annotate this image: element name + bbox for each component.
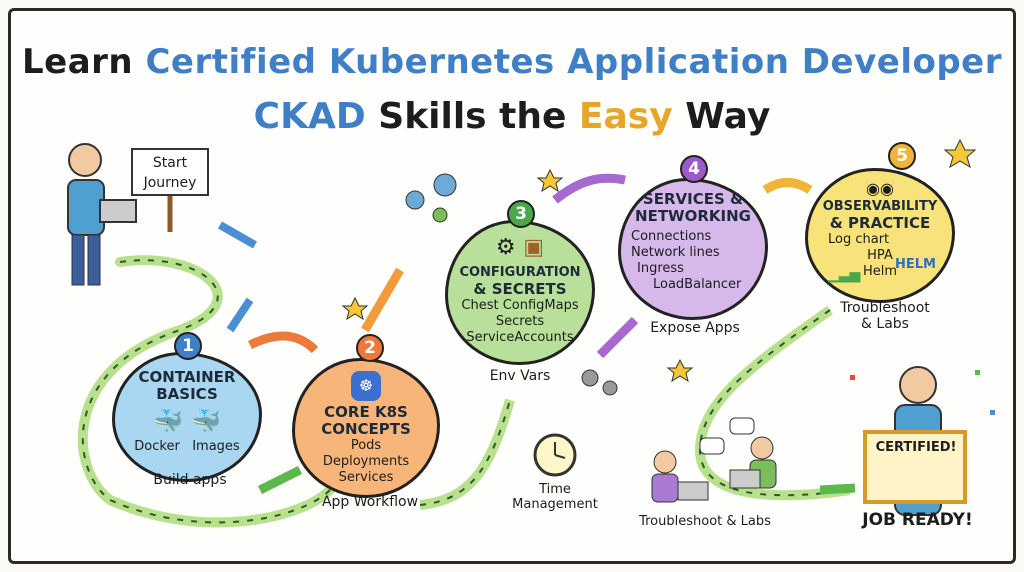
arrow-blue (226, 297, 254, 333)
step-title: & SECRETS (473, 280, 567, 298)
gear-icon (405, 173, 618, 396)
title-mid: Skills the (378, 96, 567, 137)
item-network-lines: Network lines (631, 245, 720, 260)
title-prefix: Learn (21, 42, 134, 82)
item-ingress: Ingress (637, 261, 684, 276)
item-pods: Pods (350, 438, 382, 453)
caption-line: & Labs (861, 316, 909, 332)
people-laptops-icon (651, 417, 777, 503)
star-icon (341, 138, 977, 383)
item-log-chart: Log chart (828, 232, 890, 247)
step-caption: Env Vars (489, 368, 551, 384)
step-badge-3: 3 (507, 200, 535, 228)
item-serviceaccounts: ServiceAccounts (466, 330, 574, 345)
step-caption: App Workflow (321, 494, 419, 510)
step-core-k8s-concepts: ☸ CORE K8S CONCEPTS Pods Deployments Ser… (292, 358, 440, 498)
step-title: OBSERVABILITY (822, 199, 938, 214)
confetti (850, 370, 995, 415)
binoculars-icon: ◉◉ (866, 179, 894, 198)
arrow-orange (361, 267, 404, 333)
arrow-green (257, 465, 303, 495)
item-images: Images (192, 439, 240, 454)
step-caption: Expose Apps (650, 320, 740, 336)
step-services-networking: SERVICES & NETWORKING Connections Networ… (618, 178, 768, 320)
item-hpa: HPA (867, 248, 893, 263)
step-title: CONCEPTS (321, 420, 411, 438)
easy-label: Easy (578, 96, 673, 137)
person-student-icon (67, 143, 137, 286)
item-chest-configmaps: Chest ConfigMaps (461, 298, 579, 313)
item-loadbalancer: LoadBalancer (653, 277, 742, 292)
arrow-orange (247, 331, 319, 354)
item-services: Services (338, 470, 394, 485)
bar-chart-icon: ▁▃▅ (828, 267, 861, 283)
label-line: Management (512, 497, 598, 512)
sign-line-2: Journey (143, 175, 197, 191)
step-badge-4: 4 (680, 155, 708, 183)
item-connections: Connections (631, 229, 712, 244)
step-badge-2: 2 (356, 334, 384, 362)
certified-person-icon (863, 366, 967, 516)
step-caption: Build apps (153, 472, 227, 488)
step-observability-practice: ◉◉ OBSERVABILITY & PRACTICE Log chart HP… (805, 168, 955, 303)
arrow-green (819, 483, 856, 495)
step-title: NETWORKING (635, 207, 751, 225)
troubleshoot-labs-label: Troubleshoot & Labs (639, 514, 771, 529)
step-title: BASICS (156, 385, 218, 403)
step-badge-1: 1 (174, 332, 202, 360)
arrow-yellow (762, 178, 813, 194)
ckad-label: CKAD (253, 96, 366, 137)
alarm-clock-icon (533, 433, 577, 477)
step-items: Docker Images (115, 439, 259, 455)
step-configuration-secrets: ⚙ ▣ CONFIGURATION & SECRETS Chest Config… (445, 220, 595, 365)
label-line: Time (539, 482, 571, 497)
title-line-1: Learn Certified Kubernetes Application D… (0, 42, 1024, 82)
job-ready-label: JOB READY! (862, 510, 973, 530)
gear-chest-icons: ⚙ ▣ (495, 235, 545, 260)
step-title: CONFIGURATION (459, 265, 581, 280)
arrow-blue (218, 221, 257, 249)
title-highlight: Certified Kubernetes Application Develop… (145, 42, 1002, 82)
step-container-basics: CONTAINER BASICS 🐳 🐳 Docker Images (112, 352, 262, 482)
sign-line-1: Start (152, 155, 188, 171)
step-caption: Troubleshoot& Labs (830, 300, 940, 332)
step-title: SERVICES & (642, 190, 744, 208)
dashed-path (77, 255, 335, 528)
item-helm: Helm (862, 264, 898, 279)
arrow-purple (552, 173, 626, 204)
arrow-purple (596, 316, 639, 359)
kubernetes-icon: ☸ (351, 371, 381, 401)
certificate-text: CERTIFIED! (875, 440, 957, 455)
step-title: CORE K8S (324, 403, 408, 421)
step-title: & PRACTICE (829, 214, 931, 232)
title-end: Way (685, 96, 771, 137)
item-docker: Docker (134, 439, 180, 454)
caption-line: Troubleshoot (840, 300, 930, 316)
item-secrets: Secrets (495, 314, 545, 329)
step-title: CONTAINER (138, 368, 236, 386)
step-badge-5: 5 (888, 142, 916, 170)
helm-logo: HELM (895, 257, 936, 272)
item-deployments: Deployments (322, 454, 410, 469)
title-line-2: CKAD Skills the Easy Way (0, 96, 1024, 137)
docker-whale-icon: 🐳 🐳 (152, 407, 222, 435)
